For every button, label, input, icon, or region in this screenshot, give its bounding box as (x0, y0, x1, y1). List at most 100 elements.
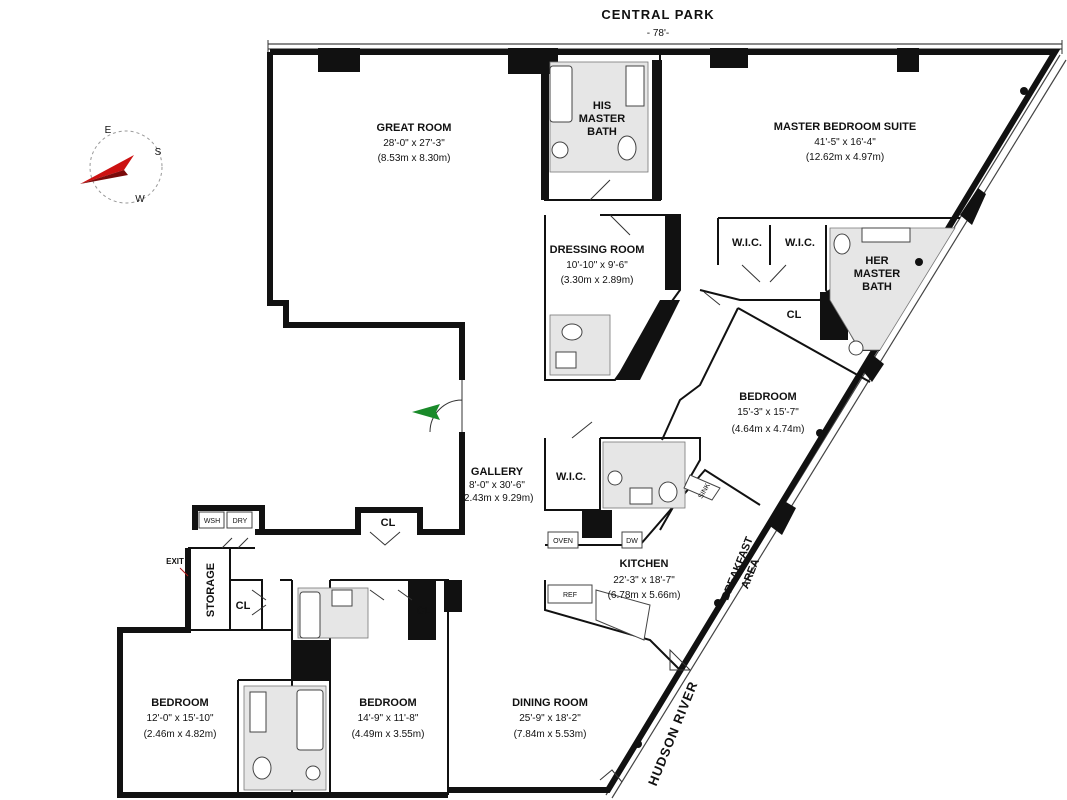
gallery-bath-fixtures (602, 441, 686, 509)
great-room-imperial: 28'-0" x 27'-3" (383, 138, 445, 149)
dryer-label: DRY (233, 518, 248, 525)
sink-icon (683, 474, 721, 501)
shower-icon (551, 141, 569, 159)
room-master-suite: MASTER BEDROOM SUITE 41'-5" x 16'-4" (12… (774, 121, 916, 163)
cooktop-icon (595, 589, 651, 641)
svg-text:(4.64m x 4.74m): (4.64m x 4.74m) (732, 424, 805, 435)
compass-e: E (105, 125, 112, 136)
sink-icon (331, 589, 353, 607)
compass-w: W (135, 194, 145, 205)
bathtub-icon (861, 227, 911, 243)
svg-text:14'-9" x 11'-8": 14'-9" x 11'-8" (358, 713, 419, 724)
svg-text:BATH: BATH (862, 281, 892, 293)
shower-icon (305, 765, 321, 781)
bathtub-icon (549, 65, 573, 123)
wic-1-label: W.I.C. (732, 237, 762, 249)
svg-text:12'-0" x 15'-10": 12'-0" x 15'-10" (146, 713, 214, 724)
cl-bed-label: CL (417, 605, 432, 617)
west-bath-fixtures (243, 587, 369, 791)
svg-text:BATH: BATH (587, 126, 617, 138)
oven-label: OVEN (553, 538, 573, 545)
svg-text:MASTER: MASTER (579, 113, 626, 125)
room-bedroom-east: BEDROOM 15'-3" x 15'-7" (4.64m x 4.74m) (732, 391, 805, 435)
dressing-bath-fixtures (549, 314, 611, 376)
svg-text:MASTER: MASTER (854, 268, 901, 280)
room-her-bath: HER MASTER BATH (854, 255, 901, 293)
svg-text:(12.62m x 4.97m): (12.62m x 4.97m) (806, 152, 884, 163)
svg-text:(2.46m x 4.82m): (2.46m x 4.82m) (144, 729, 217, 740)
bathtub-icon (296, 689, 324, 751)
toilet-icon (658, 481, 678, 503)
svg-text:DRESSING ROOM: DRESSING ROOM (550, 244, 645, 256)
room-kitchen: KITCHEN 22'-3" x 18'-7" (6.78m x 5.66m) (608, 558, 681, 601)
hudson-river-label: HUDSON RIVER (645, 679, 701, 788)
cl-storage-label: CL (236, 600, 251, 612)
shower-icon (607, 470, 623, 486)
master-suite-name: MASTER BEDROOM SUITE (774, 121, 916, 133)
toilet-icon (561, 323, 583, 341)
river-windows (605, 54, 1067, 799)
room-bedroom-west: BEDROOM 12'-0" x 15'-10" (2.46m x 4.82m) (144, 697, 217, 740)
great-room-name: GREAT ROOM (377, 122, 452, 134)
svg-text:22'-3" x 18'-7": 22'-3" x 18'-7" (613, 575, 675, 586)
doors (221, 179, 787, 783)
svg-text:41'-5" x 16'-4": 41'-5" x 16'-4" (814, 137, 876, 148)
entry-arrow-icon (412, 404, 440, 420)
svg-text:(2.43m x 9.29m): (2.43m x 9.29m) (461, 493, 534, 504)
exit-label: EXIT (166, 557, 184, 566)
light-fixtures (634, 87, 1028, 748)
room-gallery: GALLERY 8'-0" x 30'-6" (2.43m x 9.29m) (461, 466, 534, 504)
svg-text:10'-10" x 9'-6": 10'-10" x 9'-6" (566, 260, 628, 271)
svg-text:(6.78m x 5.66m): (6.78m x 5.66m) (608, 590, 681, 601)
toilet-icon (617, 135, 637, 161)
refrigerator-label: REF (563, 592, 577, 599)
svg-text:HIS: HIS (593, 100, 611, 112)
svg-text:BEDROOM: BEDROOM (151, 697, 208, 709)
washer-label: WSH (204, 518, 220, 525)
cl-gallery-label: CL (381, 517, 396, 529)
dishwasher-label: DW (626, 538, 638, 545)
room-great-room: GREAT ROOM 28'-0" x 27'-3" (8.53m x 8.30… (377, 122, 452, 164)
wic-2-label: W.I.C. (785, 237, 815, 249)
sink-icon (629, 487, 653, 505)
room-bedroom-mid: BEDROOM 14'-9" x 11'-8" (4.49m x 3.55m) (352, 697, 425, 740)
his-bath-fixtures (549, 61, 649, 173)
svg-text:15'-3" x 15'-7": 15'-3" x 15'-7" (737, 407, 799, 418)
room-breakfast: BREAKFAST AREA (719, 535, 762, 602)
washer-icon (198, 511, 225, 529)
compass-s: S (155, 147, 162, 158)
wic-gallery-label: W.I.C. (556, 471, 586, 483)
central-park-label: CENTRAL PARK (601, 7, 714, 22)
svg-text:(3.30m x 2.89m): (3.30m x 2.89m) (561, 275, 634, 286)
svg-text:BEDROOM: BEDROOM (359, 697, 416, 709)
compass-icon: E S W (80, 125, 163, 205)
svg-text:8'-0" x 30'-6": 8'-0" x 30'-6" (469, 480, 525, 491)
vanity-icon (249, 691, 267, 733)
toilet-icon (833, 233, 851, 255)
storage-label: STORAGE (205, 563, 217, 617)
dryer-icon (226, 511, 253, 529)
cl-master-label: CL (787, 309, 802, 321)
great-room-metric: (8.53m x 8.30m) (378, 153, 451, 164)
laundry: WSH DRY (198, 511, 253, 529)
exit-arrow-icon (179, 567, 189, 577)
bathtub-icon (299, 591, 321, 639)
svg-text:GALLERY: GALLERY (471, 466, 524, 478)
svg-text:25'-9" x 18'-2": 25'-9" x 18'-2" (519, 713, 581, 724)
svg-text:DINING ROOM: DINING ROOM (512, 697, 588, 709)
sink-icon (555, 351, 577, 369)
svg-text:HER: HER (865, 255, 888, 267)
kitchen-fixtures: OVEN DW REF SINK (547, 474, 721, 641)
her-bath-fixtures (829, 227, 956, 356)
toilet-icon (252, 756, 272, 780)
room-his-bath: HIS MASTER BATH (579, 100, 626, 138)
shower-icon (848, 340, 864, 356)
svg-text:(4.49m x 3.55m): (4.49m x 3.55m) (352, 729, 425, 740)
svg-text:BEDROOM: BEDROOM (739, 391, 796, 403)
width-dimension: - 78'- (647, 28, 669, 39)
room-dining: DINING ROOM 25'-9" x 18'-2" (7.84m x 5.5… (512, 697, 588, 740)
svg-text:KITCHEN: KITCHEN (620, 558, 669, 570)
room-dressing: DRESSING ROOM 10'-10" x 9'-6" (3.30m x 2… (550, 244, 645, 286)
svg-text:(7.84m x 5.53m): (7.84m x 5.53m) (514, 729, 587, 740)
